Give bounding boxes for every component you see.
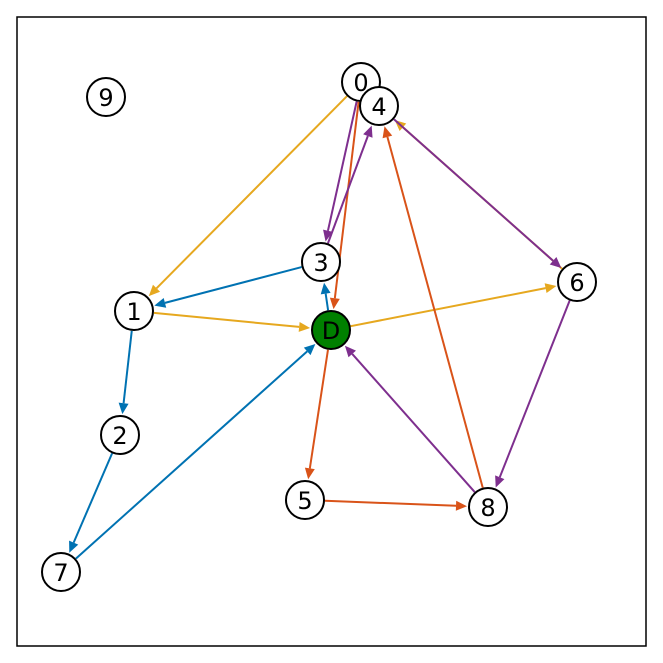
node-8-circle: [468, 487, 508, 527]
edge-3-to-4-arrowhead: [363, 125, 373, 138]
node-3: 3: [301, 242, 341, 282]
edge-4-to-6: [393, 118, 562, 269]
depot-circle: [311, 310, 351, 350]
node-8-label: 8: [480, 494, 495, 522]
edge-7-to-D-arrowhead: [303, 344, 316, 356]
node-1: 1: [114, 291, 154, 331]
node-0-label: 0: [353, 69, 368, 97]
node-5: 5: [285, 480, 325, 520]
edge-D-to-3: [320, 282, 331, 311]
depot-node: D: [311, 310, 351, 350]
node-9-circle: [86, 77, 126, 117]
node-4: 4: [359, 86, 399, 126]
edge-1-to-2: [118, 330, 133, 415]
edge-D-to-6: [350, 283, 557, 328]
node-7: 7: [41, 552, 81, 592]
edge-8-to-D-arrowhead: [344, 345, 356, 358]
node-9: 9: [86, 77, 126, 117]
edge-D-to-6-arrowhead: [544, 283, 557, 294]
depot-label: D: [322, 317, 340, 345]
edge-1-to-2-line: [122, 330, 133, 404]
edge-6-to-8-arrowhead: [495, 475, 505, 488]
edge-2-to-7-line: [72, 452, 114, 544]
edge-D-to-5-line: [308, 349, 329, 469]
nodes-layer: 0 1 2 3 4 5 6 7 8 9D: [41, 62, 597, 592]
edge-3-to-1-arrowhead: [154, 298, 167, 308]
node-1-circle: [114, 291, 154, 331]
node-4-label: 4: [371, 93, 386, 121]
node-7-label: 7: [53, 559, 68, 587]
edge-0-to-D-arrowhead: [329, 297, 340, 310]
plot-frame: [16, 16, 647, 647]
node-8: 8: [468, 487, 508, 527]
edge-7-to-D: [75, 344, 316, 560]
node-6: 6: [557, 262, 597, 302]
node-3-circle: [301, 242, 341, 282]
edge-0-to-1: [148, 95, 348, 297]
edge-D-to-3-arrowhead: [320, 282, 331, 295]
edge-3-to-4-line: [327, 135, 369, 244]
edge-8-to-4-arrowhead: [382, 126, 393, 139]
edge-5-to-8-arrowhead: [455, 500, 468, 511]
edge-0-to-3-line: [326, 101, 358, 231]
edge-D-to-5-arrowhead: [304, 467, 315, 480]
edge-3-to-4: [327, 125, 373, 244]
edge-0-to-1-line: [155, 95, 348, 289]
edge-0-to-1-arrowhead: [148, 284, 161, 297]
edge-7-to-D-line: [75, 350, 308, 560]
node-7-circle: [41, 552, 81, 592]
edge-D-to-3-line: [324, 293, 330, 311]
node-6-label: 6: [569, 269, 584, 297]
edge-8-to-D: [344, 345, 476, 493]
edge-D-to-6-line: [350, 287, 546, 328]
edge-3-to-1-line: [164, 266, 302, 304]
edge-1-to-2-arrowhead: [118, 402, 129, 415]
edge-1-to-D-arrowhead: [298, 321, 311, 332]
node-4-circle: [359, 86, 399, 126]
edge-D-to-5: [304, 349, 329, 480]
edge-6-to-8: [495, 300, 571, 488]
node-2: 2: [100, 415, 140, 455]
edge-6-to-8-line: [498, 300, 571, 478]
edge-2-to-7-arrowhead: [69, 540, 79, 553]
node-5-label: 5: [297, 487, 312, 515]
edges-layer: [69, 95, 571, 560]
node-5-circle: [285, 480, 325, 520]
edge-8-to-4: [382, 126, 484, 488]
edge-1-to-D-line: [153, 311, 300, 328]
node-2-label: 2: [112, 422, 127, 450]
node-9-label: 9: [98, 84, 113, 112]
edge-8-to-D-line: [351, 353, 476, 493]
edge-4-to-6-line: [393, 118, 554, 262]
edge-0-to-3: [323, 101, 358, 242]
edge-5-to-8-line: [324, 499, 457, 507]
node-2-circle: [100, 415, 140, 455]
node-6-circle: [557, 262, 597, 302]
edge-0-to-3-arrowhead: [323, 229, 333, 242]
node-1-label: 1: [126, 298, 141, 326]
edge-1-to-D: [153, 311, 311, 332]
node-3-label: 3: [313, 249, 328, 277]
edge-2-to-7: [69, 452, 114, 553]
edge-3-to-1: [154, 266, 302, 308]
edge-8-to-4-line: [386, 136, 484, 488]
edge-4-to-6-arrowhead: [549, 257, 562, 269]
edge-5-to-8: [324, 499, 468, 511]
